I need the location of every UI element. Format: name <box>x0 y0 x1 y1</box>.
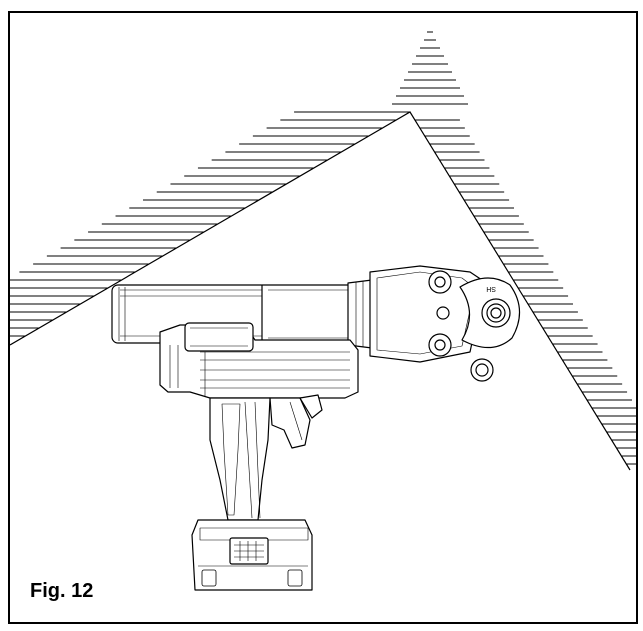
jaw-marking: SH <box>486 285 496 292</box>
battery-pack <box>191 519 313 591</box>
working-range-outline <box>10 111 631 471</box>
press-tool: SH <box>111 265 521 591</box>
trigger <box>269 394 323 449</box>
crimp-jaw: SH <box>459 277 521 382</box>
hatch-right-zone <box>414 119 636 465</box>
jaw-housing <box>369 265 486 363</box>
hatch-left-zone <box>10 31 468 337</box>
barrel <box>261 279 373 349</box>
figure-caption: Fig. 12 <box>30 580 94 602</box>
grip <box>209 397 271 521</box>
motor-body <box>159 322 359 399</box>
